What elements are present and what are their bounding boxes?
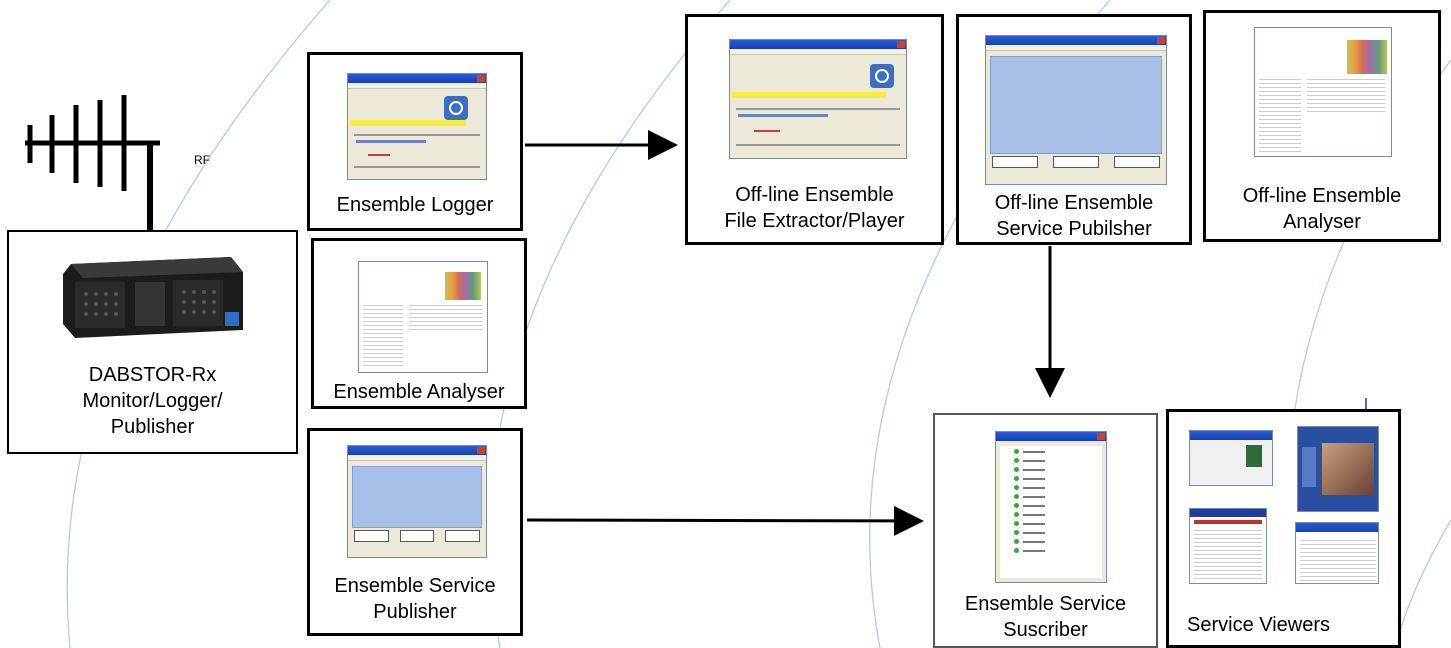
offline-extractor-node: Off-line Ensemble File Extractor/Player — [685, 14, 944, 245]
extractor-screenshot — [729, 39, 907, 159]
viewer-data-screenshot — [1295, 522, 1379, 584]
analyser-screenshot — [358, 261, 488, 373]
ensemble-logger-label: Ensemble Logger — [336, 194, 494, 216]
ensemble-analyser-label: Ensemble Analyser — [333, 381, 505, 403]
logger-screenshot — [347, 73, 487, 180]
ensemble-analyser-node: Ensemble Analyser — [311, 238, 527, 409]
offline-analyser-node: Off-line Ensemble Analyser — [1203, 10, 1441, 242]
subscriber-screenshot — [995, 431, 1107, 583]
offline-analyser-screenshot — [1254, 27, 1392, 157]
dabstor-label: DABSTOR-Rx Monitor/Logger/ Publisher — [82, 364, 223, 438]
dabstor-rx-node: DABSTOR-Rx Monitor/Logger/ Publisher — [7, 230, 298, 454]
service-subscriber-label: Ensemble Service Suscriber — [964, 593, 1127, 641]
offline-extractor-label: Off-line Ensemble File Extractor/Player — [724, 184, 905, 232]
offline-publisher-label: Off-line Ensemble Service Pubilsher — [994, 192, 1154, 240]
service-subscriber-node: Ensemble Service Suscriber — [933, 413, 1158, 648]
service-viewers-node: Service Viewers — [1166, 409, 1401, 648]
offline-analyser-label: Off-line Ensemble Analyser — [1242, 185, 1402, 233]
rf-antenna-icon — [25, 95, 160, 235]
viewer-slideshow-screenshot — [1297, 426, 1379, 512]
rack-unit-icon — [63, 257, 243, 338]
ensemble-service-publisher-label: Ensemble Service Publisher — [334, 575, 496, 623]
ensemble-logger-node: Ensemble Logger — [307, 52, 523, 231]
viewer-epg-screenshot — [1189, 508, 1267, 584]
arrow-service-publisher-to-subscriber — [526, 505, 924, 536]
offline-publisher-node: Off-line Ensemble Service Pubilsher — [956, 14, 1192, 245]
ensemble-service-publisher-node: Ensemble Service Publisher — [307, 428, 523, 636]
rf-label: RF — [194, 153, 210, 167]
viewer-radio-screenshot — [1189, 430, 1273, 486]
service-publisher-screenshot — [347, 445, 487, 558]
service-viewers-label: Service Viewers — [1187, 614, 1331, 636]
offline-publisher-screenshot — [985, 35, 1167, 185]
